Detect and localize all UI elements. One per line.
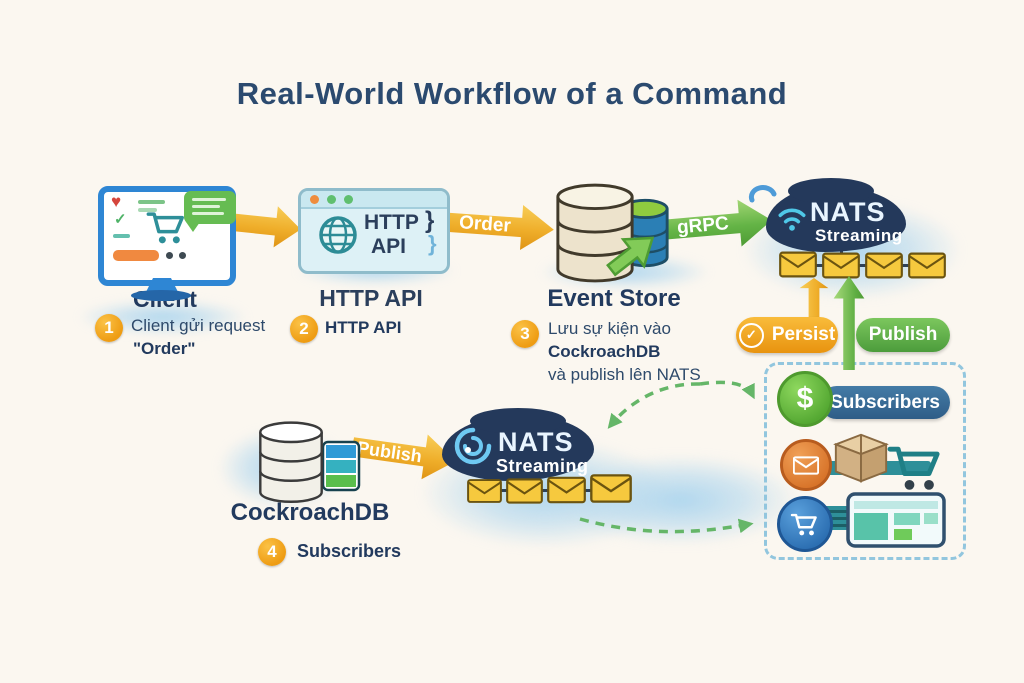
- subscribers-pill: Subscribers: [820, 386, 950, 419]
- screen-dot: [179, 252, 186, 259]
- orange-bar: [113, 250, 159, 261]
- spiral-icon: [454, 427, 492, 465]
- nats-bottom-blob-bump: [470, 408, 566, 434]
- chat-bubble-icon: [184, 191, 236, 232]
- nats-top-blob-bump: [788, 178, 874, 204]
- grpc-arrow-label: gRPC: [676, 213, 730, 239]
- connector-stripe: [824, 524, 856, 527]
- wifi-icon: [778, 208, 806, 231]
- http-api-window: HTTP API } }: [298, 188, 450, 274]
- publish-top-label: Publish: [868, 324, 938, 345]
- monitor-stand: [146, 278, 178, 292]
- dollar-icon: $: [796, 382, 814, 415]
- persist-pill: ✓ Persist: [736, 317, 838, 353]
- swirl-accent-icon: [748, 185, 777, 203]
- package-box-icon: [833, 433, 889, 483]
- email-subscriber-icon: [780, 439, 832, 491]
- screen-dot: [166, 252, 173, 259]
- http-api-label: HTTP API: [319, 285, 423, 311]
- cart-icon: [146, 212, 184, 244]
- step-3-text-bold: CockroachDB: [548, 342, 661, 361]
- kv-stack-icon: [321, 440, 361, 492]
- message-envelope-icon: [547, 476, 586, 504]
- screen-line: [138, 208, 157, 212]
- message-envelope-icon: [506, 478, 543, 504]
- screen-line: [138, 200, 165, 204]
- order-arrow-label: Order: [458, 212, 512, 237]
- step-3-text: và publish lên NATS: [548, 365, 701, 384]
- billing-subscriber-icon: $: [777, 371, 833, 427]
- bubble-line: [192, 198, 226, 201]
- publish-bottom-label: Publish: [356, 437, 424, 466]
- append-arrow-icon: [606, 236, 655, 277]
- message-envelope-icon: [865, 252, 903, 279]
- message-envelope-icon: [467, 479, 502, 503]
- screen-line: [113, 234, 130, 238]
- window-titlebar: [301, 191, 447, 209]
- nats-bottom-title: NATS: [498, 427, 574, 457]
- subscribers-label: Subscribers: [830, 391, 940, 413]
- globe-icon: [319, 216, 357, 254]
- cockroachdb-database-icon: [259, 421, 323, 503]
- connector-stripe: [824, 510, 856, 513]
- message-envelope-icon: [822, 252, 860, 279]
- step-2-badge: 2: [290, 315, 318, 343]
- persist-label: Persist: [771, 324, 836, 345]
- heart-icon: ♥: [111, 192, 122, 211]
- envelope-icon: [793, 455, 819, 475]
- bubble-line: [192, 212, 224, 215]
- event-store-label: Event Store: [547, 285, 681, 312]
- window-dot: [344, 195, 353, 204]
- cart-subscriber-icon: [887, 446, 940, 490]
- shop-subscriber-icon: [777, 496, 833, 552]
- step-1-text-bold: "Order": [133, 339, 196, 358]
- nats-top-title: NATS: [810, 197, 886, 227]
- check-icon: ✓: [114, 211, 127, 228]
- step-1-text: Client gửi request: [131, 316, 266, 335]
- nats-top-subtitle: Streaming: [815, 226, 903, 245]
- brace-glyph: }: [425, 207, 435, 234]
- window-text-http: HTTP: [364, 211, 419, 234]
- cart-icon: [790, 513, 817, 536]
- message-envelope-icon: [590, 474, 632, 503]
- window-text-api: API: [371, 235, 407, 258]
- window-dot: [327, 195, 336, 204]
- order-arrow: Order: [444, 198, 555, 253]
- brace-glyph: }: [428, 231, 437, 256]
- window-dot: [310, 195, 319, 204]
- step-3-text: Lưu sự kiện vào: [548, 319, 671, 338]
- step-4-badge: 4: [258, 538, 286, 566]
- cockroachdb-label: CockroachDB: [230, 499, 390, 526]
- monitor-base: [131, 290, 191, 301]
- dashed-arrow-to-subscribers: [699, 380, 755, 400]
- step-3-badge: 3: [511, 320, 539, 348]
- check-icon: ✓: [738, 322, 764, 348]
- page-title: Real-World Workflow of a Command: [236, 76, 788, 111]
- queue-connector: [782, 264, 942, 267]
- bubble-tail: [186, 222, 200, 232]
- nats-bottom-subtitle: Streaming: [496, 456, 589, 476]
- dashed-arrow-to-nats: [607, 382, 701, 429]
- step-1-badge: 1: [95, 314, 123, 342]
- dashboard-window-icon: [846, 492, 946, 548]
- publish-pill: Publish: [856, 318, 950, 352]
- step-4-text: Subscribers: [297, 541, 402, 561]
- message-envelope-icon: [779, 251, 817, 278]
- step-2-text: HTTP API: [325, 318, 402, 337]
- message-envelope-icon: [908, 252, 946, 279]
- bubble-line: [192, 205, 220, 208]
- subscribers-box: [764, 362, 966, 560]
- connector-stripe: [824, 517, 856, 520]
